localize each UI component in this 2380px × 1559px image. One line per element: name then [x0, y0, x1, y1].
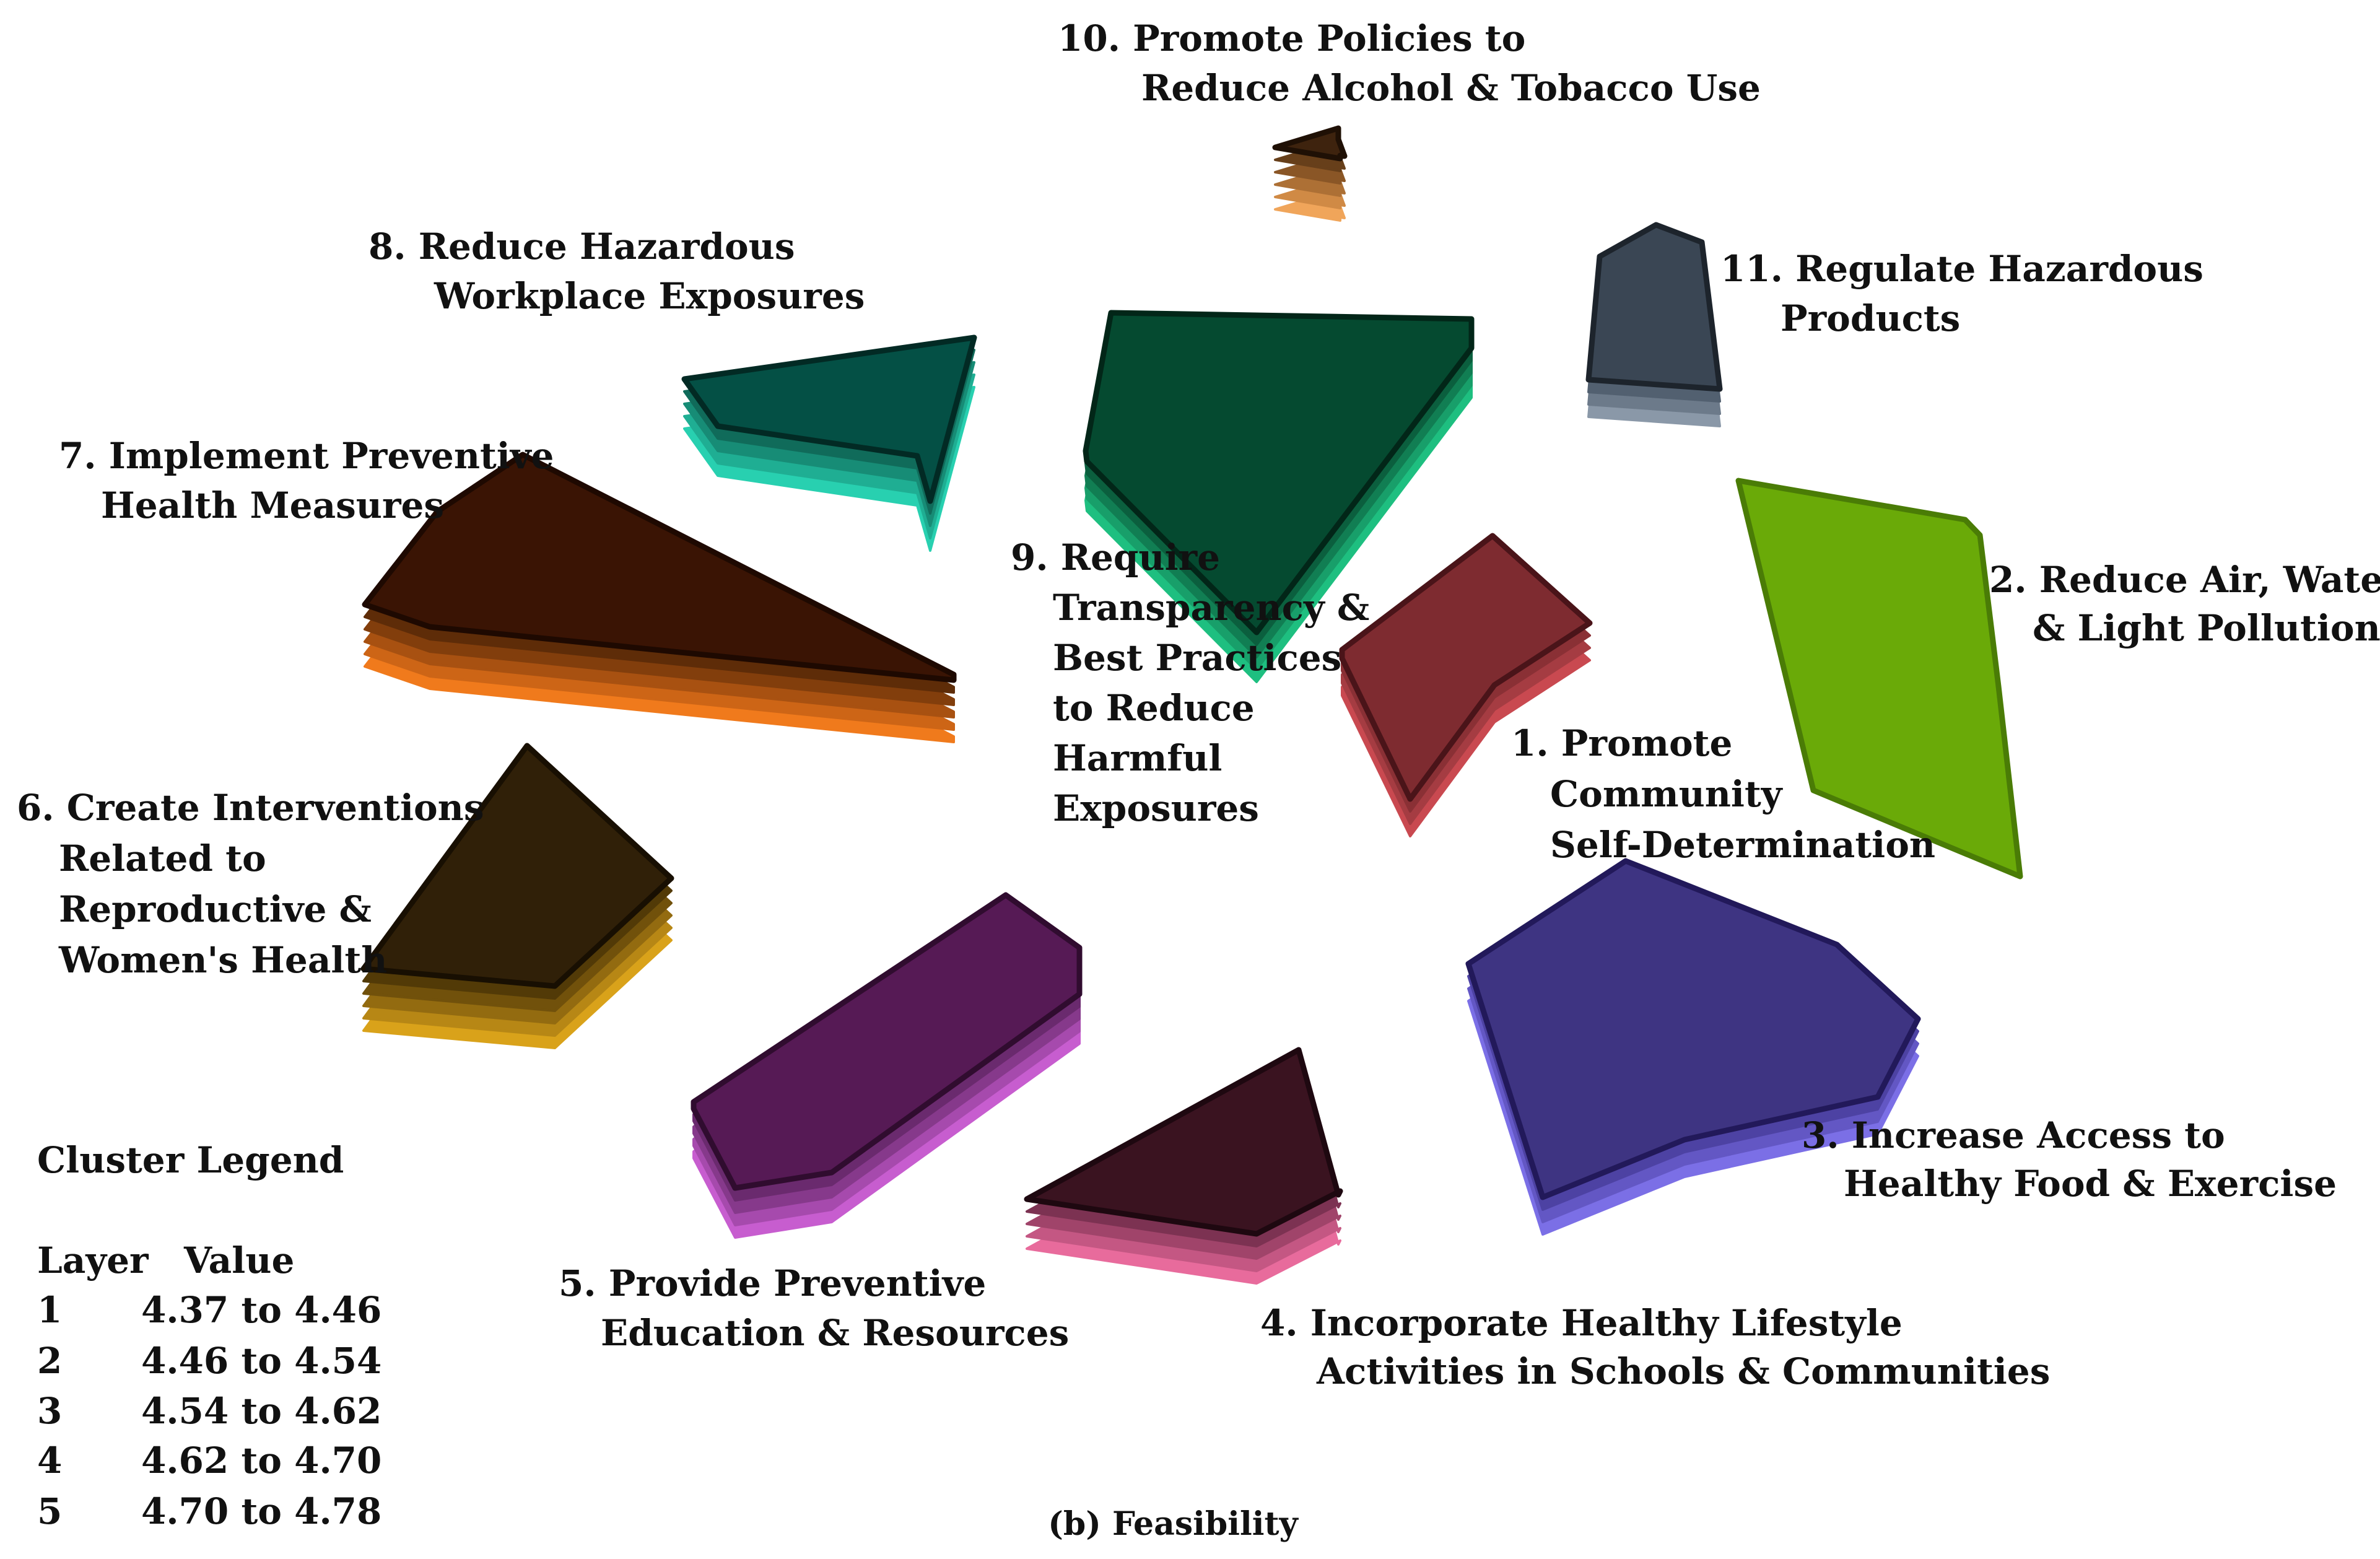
cluster-4-top — [1024, 1047, 1343, 1237]
cluster-2-shape — [1735, 478, 2023, 880]
legend-row-layer: 1 — [37, 1289, 62, 1331]
cluster-legend: Cluster Legend Layer Value 1 4.37 to 4.4… — [37, 1139, 381, 1532]
cluster-label-line: 5. Provide Preventive — [559, 1262, 986, 1304]
legend-row-layer: 3 — [37, 1390, 62, 1432]
cluster-label-line: Harmful — [1053, 737, 1222, 779]
cluster-label-line: 9. Require — [1011, 536, 1220, 579]
legend-col-layer: Layer — [37, 1239, 149, 1282]
cluster-10-top — [1272, 125, 1348, 162]
legend-row-value: 4.70 to 4.78 — [141, 1490, 381, 1532]
cluster-label-line: Transparency & — [1053, 587, 1369, 629]
cluster-label-line: Reduce Alcohol & Tobacco Use — [1141, 67, 1761, 109]
cluster-5-top — [691, 892, 1083, 1191]
cluster-label-line: 1. Promote — [1511, 722, 1732, 764]
legend-row-value: 4.37 to 4.46 — [141, 1289, 381, 1331]
cluster-label-line: to Reduce — [1053, 687, 1255, 729]
legend-row-layer: 2 — [37, 1340, 62, 1382]
cluster-label-line: 2. Reduce Air, Water — [1989, 559, 2380, 601]
cluster-6-shape — [360, 743, 674, 1049]
cluster-label-line: 7. Implement Preventive — [59, 435, 554, 477]
legend-col-value: Value — [183, 1239, 294, 1282]
cluster-7-shape — [362, 452, 957, 743]
cluster-3-shape — [1465, 858, 1921, 1236]
cluster-label-line: 3. Increase Access to — [1802, 1114, 2225, 1156]
cluster-label-line: & Light Pollution — [2033, 607, 2380, 649]
cluster-label-line: Best Practices — [1053, 637, 1341, 679]
cluster-label-line: Related to — [59, 837, 266, 880]
cluster-9-shape — [1083, 310, 1475, 683]
cluster-label-line: Activities in Schools & Communities — [1316, 1350, 2050, 1392]
cluster-label-line: Education & Resources — [601, 1312, 1069, 1354]
cluster-label-line: Exposures — [1053, 787, 1259, 829]
cluster-2-top — [1735, 478, 2023, 880]
cluster-label-line: Self-Determination — [1550, 824, 1935, 866]
cluster-label-line: 10. Promote Policies to — [1058, 17, 1525, 59]
cluster-11-top — [1585, 222, 1723, 392]
legend-row-layer: 4 — [37, 1439, 62, 1482]
cluster-label-line: 8. Reduce Hazardous — [368, 225, 795, 268]
cluster-label-line: Healthy Food & Exercise — [1844, 1163, 2337, 1205]
cluster-label-line: 4. Incorporate Healthy Lifestyle — [1260, 1302, 1903, 1344]
cluster-4-shape — [1024, 1047, 1343, 1285]
legend-row-value: 4.54 to 4.62 — [141, 1390, 381, 1432]
legend-row-layer: 5 — [37, 1490, 62, 1532]
cluster-label-line: 6. Create Interventions — [17, 787, 484, 829]
cluster-label-line: Products — [1781, 297, 1960, 339]
cluster-8-top — [681, 334, 977, 504]
cluster-label-line: Reproductive & — [59, 888, 372, 930]
legend-title: Cluster Legend — [37, 1139, 344, 1181]
cluster-label-line: 11. Regulate Hazardous — [1720, 248, 2203, 290]
cluster-1-top — [1339, 533, 1593, 802]
cluster-6-top — [360, 743, 674, 989]
cluster-3-top — [1465, 858, 1921, 1200]
legend-row-value: 4.46 to 4.54 — [141, 1340, 381, 1382]
cluster-5-shape — [691, 892, 1083, 1239]
cluster-10-label: 10. Promote Policies to Reduce Alcohol & … — [1058, 17, 1761, 109]
cluster-10-shape — [1272, 125, 1348, 222]
cluster-1-shape — [1339, 533, 1593, 837]
cluster-7-top — [362, 452, 957, 683]
cluster-3-label: 3. Increase Access to Healthy Food & Exer… — [1802, 1114, 2337, 1205]
cluster-label-line: Workplace Exposures — [434, 275, 865, 317]
legend-row-value: 4.62 to 4.70 — [141, 1439, 381, 1482]
cluster-label-line: Community — [1550, 773, 1784, 815]
cluster-polygons — [360, 125, 2023, 1285]
cluster-2-label: 2. Reduce Air, Water & Light Pollution — [1989, 559, 2380, 649]
figure-caption: (b) Feasibility — [1048, 1505, 1299, 1543]
cluster-9-top — [1083, 310, 1475, 635]
cluster-label-line: Women's Health — [58, 939, 387, 981]
cluster-label-line: Health Measures — [101, 484, 444, 526]
cluster-11-shape — [1585, 222, 1723, 427]
cluster-8-shape — [681, 334, 977, 552]
